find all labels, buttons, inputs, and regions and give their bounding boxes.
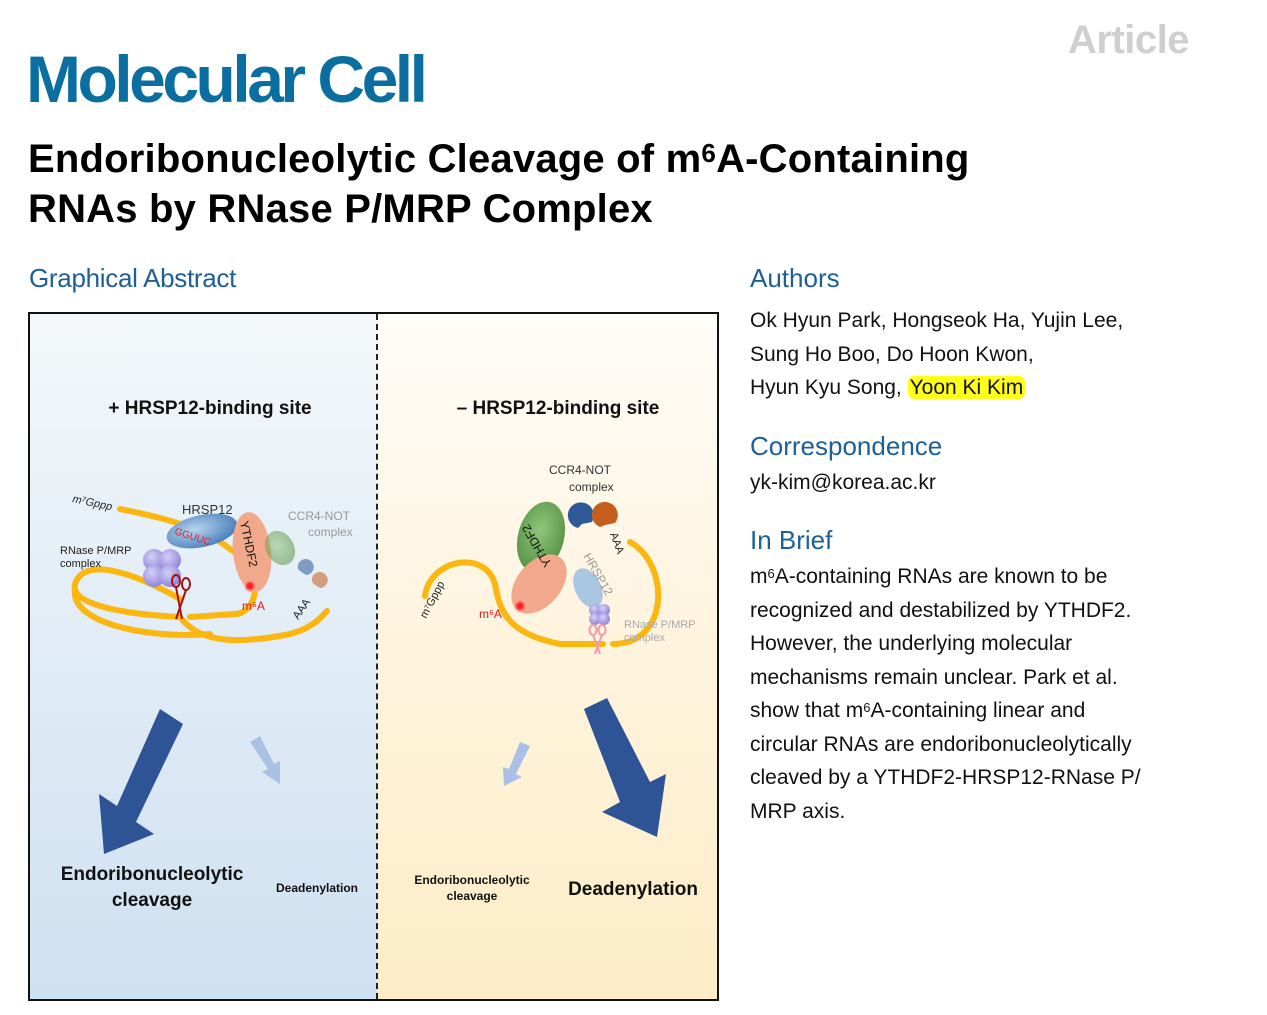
right-rnase-label-1: RNase P/MRP: [624, 619, 696, 631]
highlighted-author: Yoon Ki Kim: [907, 376, 1026, 399]
left-weak-arrow: [250, 736, 280, 784]
right-strong-arrow: [584, 698, 666, 837]
left-ccr4-label-2: complex: [308, 525, 353, 539]
article-title: Endoribonucleolytic Cleavage of m6A-Cont…: [28, 134, 1178, 234]
in-brief-line: MRP axis.: [750, 799, 846, 823]
right-rna-strand: [422, 539, 662, 647]
title-line1-pre: Endoribonucleolytic Cleavage of m: [28, 137, 702, 181]
in-brief-line: m6A-containing RNAs are known to be: [750, 560, 1220, 594]
graphical-abstract-figure: + HRSP12-binding site m⁷Gppp HRSP12 GGUU…: [28, 312, 719, 1001]
in-brief-l1-sup: 6: [767, 566, 775, 581]
right-minor-outcome-2: cleavage: [447, 889, 498, 903]
left-ccr4-label-1: CCR4-NOT: [288, 509, 351, 523]
left-rnase-label-2: complex: [60, 558, 101, 570]
right-ccr4-label-1: CCR4-NOT: [549, 463, 612, 477]
authors-line-3: Hyun Kyu Song, Yoon Ki Kim: [750, 371, 1220, 405]
left-hrsp12-protein: [166, 513, 238, 549]
in-brief-l1-post: A-containing RNAs are known to be: [774, 565, 1108, 588]
right-minor-outcome-1: Endoribonucleolytic: [414, 873, 530, 887]
right-polya-label: AAA: [607, 531, 626, 556]
correspondence-heading: Correspondence: [750, 430, 943, 461]
right-rnase-complex: [589, 604, 610, 625]
in-brief-text: m6A-containing RNAs are known to be reco…: [750, 560, 1220, 828]
right-scissors-icon: [588, 624, 607, 655]
right-rnase-label-2: complex: [624, 632, 665, 644]
authors-line-2: Sung Ho Boo, Do Hoon Kwon,: [750, 342, 1034, 366]
right-cap-label: m⁷Gppp: [418, 579, 447, 620]
right-weak-arrow: [503, 742, 530, 786]
right-hrsp12-protein: [573, 568, 603, 608]
in-brief-l5-pre: show that m: [750, 699, 864, 722]
authors-line-3-text: Hyun Kyu Song,: [750, 376, 908, 399]
in-brief-line: mechanisms remain unclear. Park et al.: [750, 665, 1118, 689]
left-ccr4-not-complex: [264, 530, 328, 588]
graphical-abstract-diagram: + HRSP12-binding site m⁷Gppp HRSP12 GGUU…: [60, 398, 698, 911]
left-rnase-complex: [143, 549, 181, 587]
left-scissors-icon: [171, 574, 191, 620]
left-panel-background: [30, 314, 377, 999]
journal-logo: Molecular Cell: [26, 42, 428, 116]
left-cap-label: m⁷Gppp: [71, 493, 113, 513]
authors-list: Ok Hyun Park, Hongseok Ha, Yujin Lee, Su…: [750, 304, 1220, 405]
left-rna-loop: [71, 586, 213, 638]
left-ythdf2-protein: [232, 512, 272, 592]
in-brief-heading: In Brief: [750, 525, 833, 555]
left-panel-title: + HRSP12-binding site: [108, 398, 311, 419]
right-m6a-label: m⁶A: [479, 607, 502, 621]
in-brief-line: cleaved by a YTHDF2-HRSP12-RNase P/: [750, 766, 1141, 789]
left-hrsp12-label: HRSP12: [182, 502, 233, 517]
left-minor-outcome: Deadenylation: [276, 881, 358, 895]
correspondence-email[interactable]: yk-kim@korea.ac.kr: [750, 470, 936, 494]
in-brief-l1-pre: m: [750, 565, 768, 588]
in-brief-line: However, the underlying molecular: [750, 632, 1073, 655]
sidebar-info: Authors Ok Hyun Park, Hongseok Ha, Yujin…: [750, 263, 1220, 828]
authors-line-1: Ok Hyun Park, Hongseok Ha, Yujin Lee,: [750, 309, 1124, 332]
left-m6a-label: m⁶A: [242, 599, 265, 613]
title-line2: RNAs by RNase P/MRP Complex: [28, 187, 653, 231]
in-brief-line: show that m6A-containing linear and: [750, 694, 1220, 728]
left-major-outcome-1: Endoribonucleolytic: [61, 864, 244, 885]
right-major-outcome: Deadenylation: [568, 879, 698, 900]
left-rnase-label-1: RNase P/MRP: [60, 545, 132, 557]
article-type-label: Article: [1068, 18, 1190, 62]
in-brief-l5-post: A-containing linear and: [870, 699, 1086, 722]
right-panel-title: – HRSP12-binding site: [457, 398, 660, 419]
right-ythdf2-protein: [511, 554, 567, 614]
authors-heading: Authors: [750, 263, 840, 293]
left-major-outcome-2: cleavage: [112, 890, 192, 911]
right-ccr4-label-2: complex: [569, 480, 614, 494]
left-strong-arrow: [99, 709, 183, 854]
title-superscript: 6: [701, 138, 717, 168]
in-brief-line: circular RNAs are endoribonucleolyticall…: [750, 732, 1132, 756]
panel-divider: [376, 314, 378, 999]
right-m6a-dot: [514, 600, 526, 612]
graphical-abstract-heading: Graphical Abstract: [29, 263, 237, 293]
left-m6a-dot: [244, 580, 256, 592]
in-brief-line: recognized and destabilized by YTHDF2.: [750, 598, 1132, 622]
left-polya-label: AAA: [291, 596, 314, 621]
right-panel-background: [377, 314, 717, 999]
in-brief-l5-sup: 6: [863, 700, 871, 715]
title-line1-post: A-Containing: [716, 137, 970, 181]
